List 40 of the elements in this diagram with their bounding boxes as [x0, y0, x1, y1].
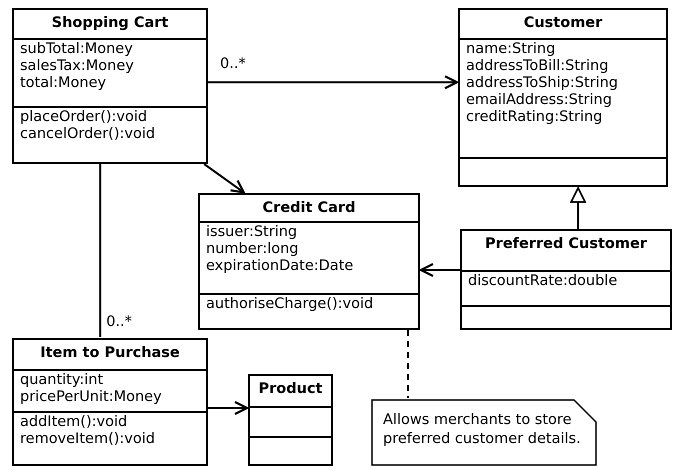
class-name: Shopping Cart	[50, 14, 170, 33]
class-box	[12, 338, 208, 466]
arrow	[570, 187, 586, 229]
member-text: cancelOrder():void	[20, 126, 156, 143]
member-text: addItem():void	[20, 414, 128, 431]
member-text: addressToShip:String	[466, 75, 618, 92]
member-text: authoriseCharge():void	[206, 296, 374, 313]
member-text: addressToBill:String	[466, 58, 608, 75]
arrow	[204, 163, 245, 194]
arrow	[208, 400, 248, 416]
class-box	[248, 374, 333, 466]
member-text: removeItem():void	[20, 431, 155, 448]
arrow	[208, 75, 458, 90]
member-text: placeOrder():void	[20, 109, 148, 126]
member-text: pricePerUnit:Money	[20, 389, 162, 406]
member-text: issuer:String	[206, 224, 298, 241]
class-box	[12, 8, 208, 164]
association-line	[99, 164, 102, 337]
class-name: Item to Purchase	[39, 344, 181, 363]
member-text: subTotal:Money	[20, 41, 133, 58]
member-text: discountRate:double	[468, 273, 618, 290]
note-shape	[371, 399, 597, 466]
member-text: total:Money	[20, 75, 106, 92]
member-text: quantity:int	[20, 372, 104, 389]
arrow	[420, 262, 460, 278]
class-box	[458, 8, 668, 187]
class-name: Preferred Customer	[484, 235, 648, 254]
class-name: Product	[258, 380, 324, 399]
member-text: expirationDate:Date	[206, 258, 354, 275]
member-text: emailAddress:String	[466, 92, 612, 109]
class-box	[198, 193, 420, 330]
member-text: name:String	[466, 41, 556, 58]
member-text: number:long	[206, 241, 299, 258]
member-text: creditRating:String	[466, 109, 602, 126]
note-link	[407, 330, 409, 398]
class-box	[460, 229, 672, 330]
member-text: salesTax:Money	[20, 58, 134, 75]
note-text: Allows merchants to store preferred customer details.	[383, 411, 582, 449]
class-name: Credit Card	[262, 199, 356, 218]
class-name: Customer	[522, 14, 604, 33]
